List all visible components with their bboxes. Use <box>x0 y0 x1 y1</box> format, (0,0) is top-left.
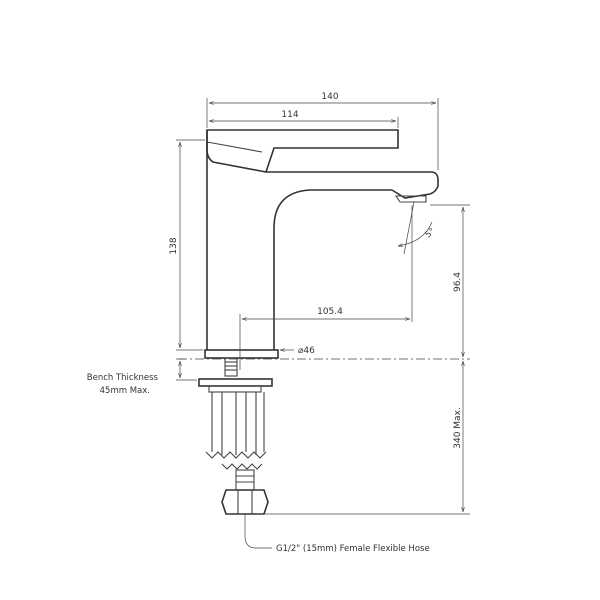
tap-body <box>204 129 439 359</box>
dim-46-label: ⌀46 <box>298 346 315 356</box>
dim-5-label: 5° <box>424 226 438 240</box>
hose-note-callout: G1/2" (15mm) Female Flexible Hose <box>244 514 430 554</box>
dim-total-height: 138 <box>169 139 205 351</box>
dim-140-label: 140 <box>321 92 338 102</box>
aerator <box>394 195 427 203</box>
dim-spout-angle: 5° <box>398 201 438 255</box>
bench-max-label: 45mm Max. <box>100 386 150 396</box>
dim-105-label: 105.4 <box>317 307 343 317</box>
dim-spout-reach: 105.4 <box>239 205 413 370</box>
dim-340-label: 340 Max. <box>453 407 463 449</box>
dim-hose-length: 340 Max. <box>256 361 470 515</box>
handle-lever <box>206 129 399 173</box>
bench-thickness-label: Bench Thickness <box>87 373 159 383</box>
spout <box>266 171 439 199</box>
dim-114-label: 114 <box>281 110 298 120</box>
dim-outlet-height: 96.4 <box>430 204 470 357</box>
hose-note-label: G1/2" (15mm) Female Flexible Hose <box>276 544 430 554</box>
bench-thickness-callout: Bench Thickness 45mm Max. <box>87 358 197 396</box>
dim-96-label: 96.4 <box>453 272 463 292</box>
bench-fixings <box>178 357 470 515</box>
base-flange <box>204 349 279 359</box>
dim-overall-width: 140 <box>206 92 439 170</box>
dim-base-diameter: ⌀46 <box>280 346 315 356</box>
hose-fitting <box>221 469 269 515</box>
dim-handle-length: 114 <box>209 110 399 128</box>
dim-138-label: 138 <box>169 237 179 254</box>
backnut <box>198 378 273 387</box>
